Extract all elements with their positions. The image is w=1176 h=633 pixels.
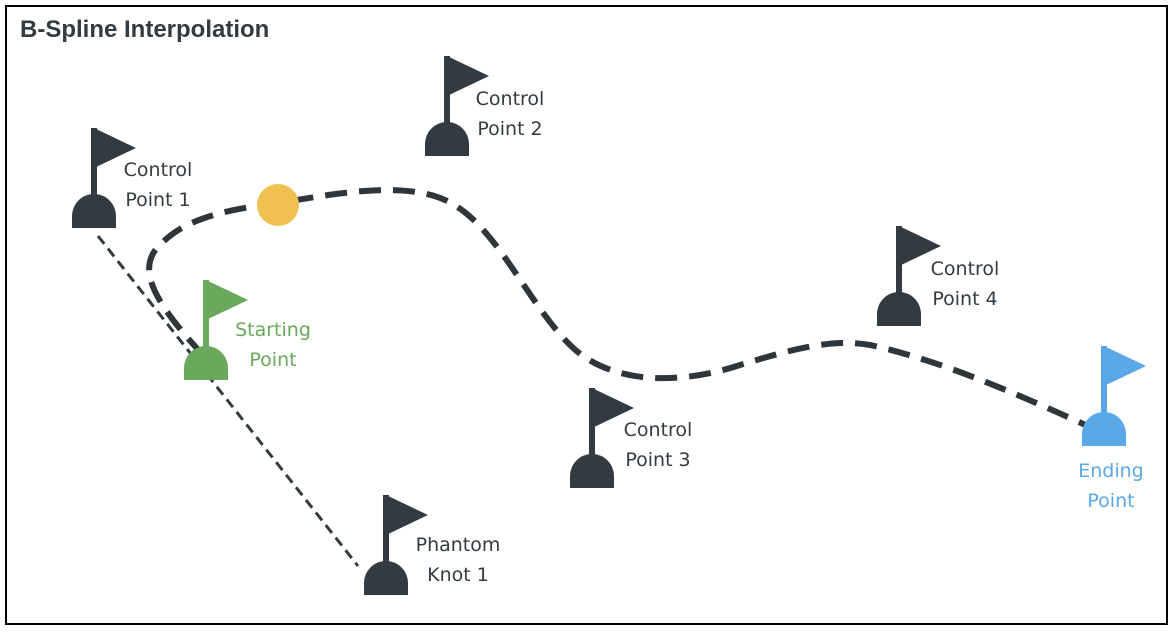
phantom-knot-1-flag-icon	[364, 495, 428, 595]
ending-point-label: Ending Point	[1078, 460, 1144, 512]
control-point-2-flag-icon	[425, 56, 489, 156]
control-point-2-label: Control Point 2	[475, 88, 545, 140]
starting-point-label: Starting Point	[235, 319, 311, 371]
control-point-1-label: Control Point 1	[123, 159, 193, 211]
ending-point-flag-icon	[1082, 346, 1146, 446]
control-point-4-flag-icon	[877, 226, 941, 326]
starting-point-flag-icon	[184, 280, 248, 380]
knot-point	[257, 184, 299, 226]
control-point-3-label: Control Point 3	[623, 419, 693, 471]
phantom-guide-line	[96, 235, 360, 567]
diagram-title: B-Spline Interpolation	[20, 16, 270, 43]
control-point-4-label: Control Point 4	[930, 258, 1000, 310]
control-point-1-flag-icon	[72, 128, 136, 228]
bspline-curve	[146, 187, 1094, 431]
control-point-3-flag-icon	[570, 388, 634, 488]
phantom-knot-1-label: Phantom Knot 1	[415, 534, 501, 586]
diagram-frame	[5, 5, 1168, 625]
